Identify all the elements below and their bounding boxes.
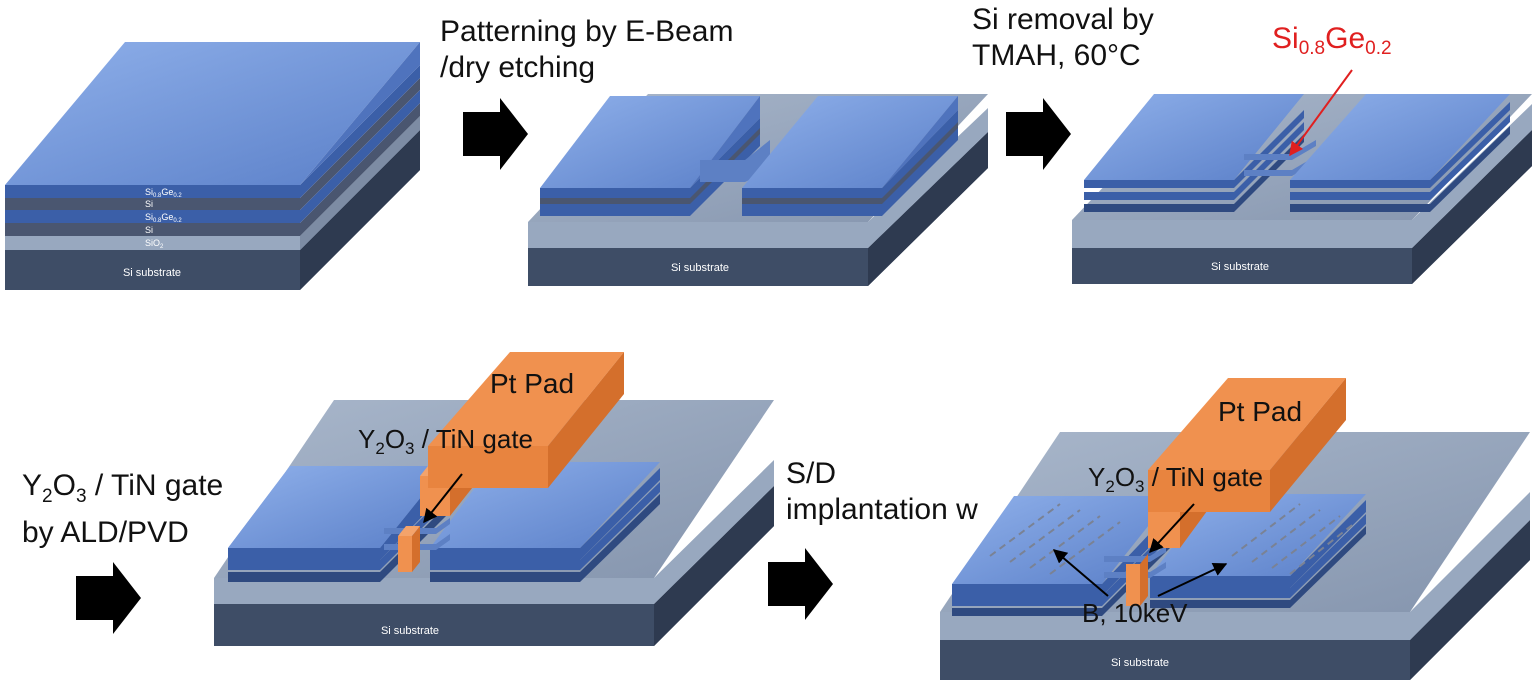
p2-substrate-label: Si substrate — [671, 262, 729, 274]
process-arrow-3 — [76, 562, 141, 634]
step-implant-line1: S/D — [786, 457, 837, 490]
step-gate-line1: Y2O3 / TiN gate — [22, 469, 224, 507]
p5-gate-arrow — [1149, 503, 1195, 554]
step-si-removal-line1: Si removal by — [972, 3, 1154, 36]
step-patterning-line1: Patterning by E-Beam — [440, 15, 734, 48]
p5-implant-label: B, 10keV — [1082, 598, 1188, 628]
p5-implant-marks-right — [1231, 503, 1357, 575]
p1-top-face — [5, 42, 420, 185]
panel-5-implant: Pt Pad Y2O3 / TiN gate B, 10keV Si subst… — [940, 378, 1530, 680]
step-gate-line2: by ALD/PVD — [22, 516, 189, 549]
step-implant-label: S/D implantation w — [786, 456, 978, 528]
step-gate-label: Y2O3 / TiN gate by ALD/PVD — [22, 468, 223, 551]
panel-4-gate: Pt Pad Y2O3 / TiN gate Si substrate — [214, 352, 774, 646]
p4-gate-arrow — [423, 473, 463, 524]
p1-layer-sio2: SiO2 — [145, 238, 164, 250]
panel-3-si-removed: Si substrate Si0.8Ge0.2 — [1072, 22, 1532, 284]
step-si-removal-label: Si removal by TMAH, 60°C — [972, 2, 1154, 74]
p1-layer-si-1: Si — [145, 199, 153, 209]
p5-gate-label: Y2O3 / TiN gate — [1088, 462, 1263, 496]
p5-implant-arrow-right — [1157, 563, 1228, 597]
panel-2-patterned: Si substrate — [528, 94, 988, 286]
p1-substrate-label: Si substrate — [123, 267, 181, 279]
p3-callout-arrow — [1289, 69, 1353, 157]
p1-layer-si-2: Si — [145, 225, 153, 235]
p3-sige-callout: Si0.8Ge0.2 — [1272, 22, 1392, 59]
p5-pad-label: Pt Pad — [1218, 396, 1302, 427]
process-arrow-1 — [463, 98, 528, 170]
p5-implant-marks-left — [989, 503, 1121, 575]
step-patterning-line2: /dry etching — [440, 51, 596, 84]
process-arrow-2 — [1006, 98, 1071, 170]
p5-implant-arrow-left — [1052, 549, 1109, 597]
p4-pad-label: Pt Pad — [490, 368, 574, 399]
p4-substrate-label: Si substrate — [381, 625, 439, 637]
p5-substrate-label: Si substrate — [1111, 657, 1169, 669]
step-si-removal-line2: TMAH, 60°C — [972, 39, 1141, 72]
p3-substrate-label: Si substrate — [1211, 261, 1269, 273]
step-patterning-label: Patterning by E-Beam /dry etching — [440, 14, 733, 86]
panel-1-stack: Si substrate Si0.8Ge0.2 Si Si0.8Ge0.2 Si… — [5, 42, 420, 290]
p4-gate-label: Y2O3 / TiN gate — [358, 424, 533, 458]
process-arrow-4 — [768, 548, 833, 620]
step-implant-line2: implantation w — [786, 493, 978, 526]
